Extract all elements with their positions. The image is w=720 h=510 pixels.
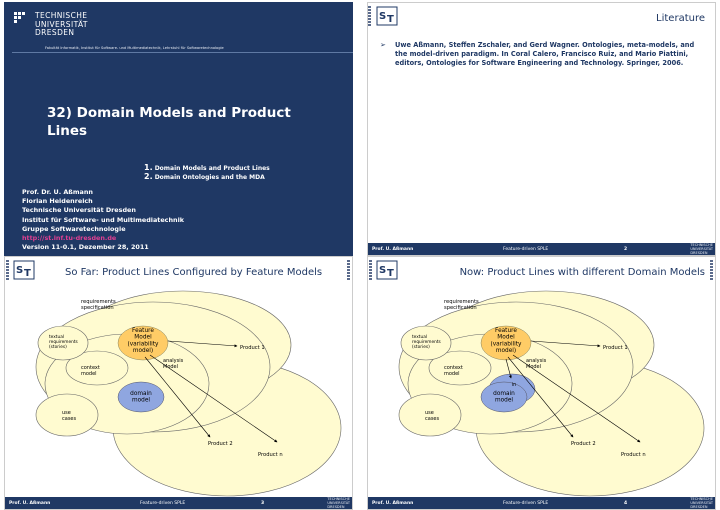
product-2-label: Product 2: [571, 441, 596, 447]
svg-text:T: T: [387, 268, 394, 279]
feature-model-ellipse: [117, 325, 169, 361]
author-block: Prof. Dr. U. Aßmann Florian Heidenreich …: [22, 188, 185, 252]
presentation-title: 32) Domain Models and Product Lines: [47, 105, 291, 139]
arrow-to-product-2: [144, 356, 211, 438]
arrow-bullet-icon: ➢: [380, 41, 386, 49]
toc-item: 1. Domain Models and Product Lines: [144, 163, 270, 173]
toc-item: 2. Domain Ontologies and the MDA: [144, 172, 265, 182]
arrow-to-domain-model: [505, 358, 512, 379]
product-n-label: Product n: [621, 452, 646, 458]
textual-requirements-ellipse: [37, 325, 89, 361]
domain-models-slide: S T Now: Product Lines with different Do…: [367, 256, 716, 510]
slide-footer: Prof. U. Aßmann Feature-driven SPLE 3 TE…: [5, 497, 352, 509]
faculty-line: Fakultät Informatik, Institut für Softwa…: [45, 46, 224, 50]
literature-item: ➢ Uwe Aßmann, Steffen Zschaler, and Gerd…: [380, 41, 695, 68]
svg-text:S: S: [379, 11, 386, 22]
st-logo-icon: S T: [376, 260, 398, 280]
slide-title: So Far: Product Lines Configured by Feat…: [65, 267, 323, 278]
domain-model-ellipse: [117, 381, 165, 413]
tu-dresden-logo: TECHNISCHE UNIVERSITÄT DRESDEN: [14, 11, 88, 38]
literature-slide: S T Literature ➢ Uwe Aßmann, Steffen Zsc…: [367, 2, 716, 256]
title-slide: TECHNISCHE UNIVERSITÄT DRESDEN Fakultät …: [4, 2, 353, 256]
product-n-label: Product n: [258, 452, 283, 458]
website-link[interactable]: http://st.inf.tu-dresden.de: [22, 234, 117, 243]
st-logo-icon: S T: [13, 260, 35, 280]
table-of-contents: 1. Domain Models and Product Lines 2. Do…: [144, 164, 270, 182]
use-cases-ellipse: [35, 393, 99, 437]
decor-bar: [710, 260, 713, 280]
use-cases-ellipse: [398, 393, 462, 437]
st-logo-icon: S T: [376, 6, 398, 26]
product-1-label: Product 1: [603, 345, 628, 351]
product-1-label: Product 1: [240, 345, 265, 351]
arrow-to-product-n: [149, 354, 278, 443]
tud-dots-icon: [14, 12, 30, 26]
product-2-label: Product 2: [208, 441, 233, 447]
context-ellipse: [428, 350, 492, 386]
svg-text:S: S: [379, 265, 386, 276]
slide-footer: Prof. U. Aßmann Feature-driven SPLE 2 TE…: [368, 243, 715, 255]
context-ellipse: [65, 350, 129, 386]
svg-text:T: T: [24, 268, 31, 279]
decor-bar: [368, 6, 371, 26]
arrow-to-product-1: [530, 340, 601, 348]
partial-label: in: [512, 382, 517, 388]
textual-requirements-ellipse: [400, 325, 452, 361]
arrow-to-product-n: [512, 354, 641, 443]
divider: [12, 52, 353, 53]
slide-footer: Prof. U. Aßmann Feature-driven SPLE 4 TE…: [368, 497, 715, 509]
decor-bar: [347, 260, 350, 280]
slide-title: Now: Product Lines with different Domain…: [459, 267, 705, 278]
domain-model-ellipse: [480, 381, 528, 413]
arrow-to-product-1: [167, 340, 238, 348]
svg-text:T: T: [387, 14, 394, 25]
university-name: TECHNISCHE UNIVERSITÄT DRESDEN: [35, 11, 88, 37]
decor-bar: [6, 260, 9, 280]
svg-text:S: S: [16, 265, 23, 276]
decor-bar: [369, 260, 372, 280]
slide-title: Literature: [656, 13, 705, 24]
arrow-to-product-2: [507, 356, 574, 438]
feature-model-slide: S T So Far: Product Lines Configured by …: [4, 256, 353, 510]
